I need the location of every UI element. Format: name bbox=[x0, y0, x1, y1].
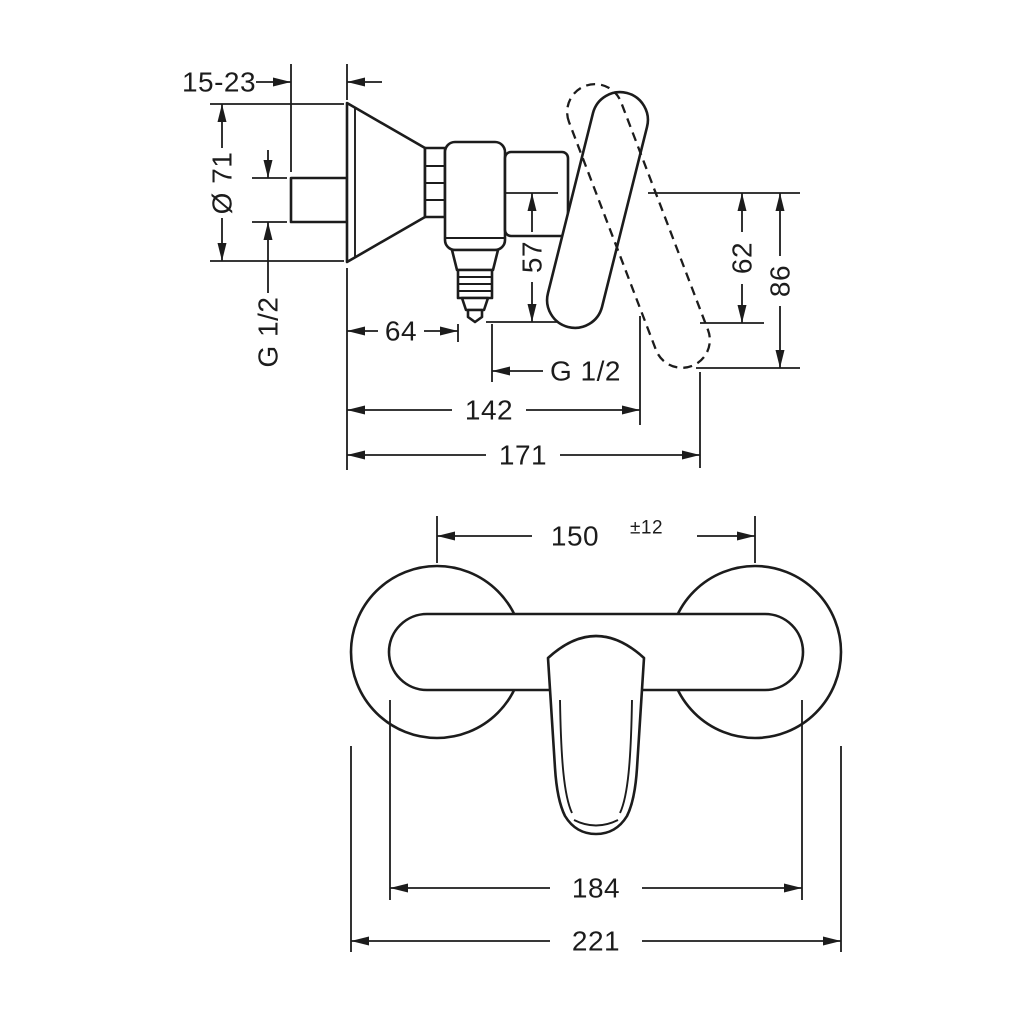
handle-edge-line bbox=[559, 699, 573, 814]
escutcheon-cone bbox=[345, 101, 427, 264]
side-view: 15-23 Ø 71 G 1/2 64 bbox=[182, 64, 800, 471]
dim-height-to-spout-label: 62 bbox=[727, 242, 758, 274]
dim-outlet-height-label: 57 bbox=[517, 241, 548, 273]
dim-height-overall: 86 bbox=[696, 193, 800, 369]
dim-length-overall-label: 171 bbox=[499, 440, 547, 471]
dim-connection-tolerance-label: ±12 bbox=[630, 518, 663, 539]
mixer-side-outline bbox=[289, 83, 711, 369]
dim-width-body: 184 bbox=[389, 700, 803, 904]
dim-outlet-height: 57 bbox=[486, 192, 558, 323]
dim-escutcheon-diameter-label: Ø 71 bbox=[207, 152, 238, 215]
lever-handle-side bbox=[545, 90, 650, 330]
dim-height-to-spout: 62 bbox=[648, 192, 800, 324]
lever-handle-front bbox=[546, 634, 646, 836]
outlet-neck bbox=[450, 248, 500, 272]
dim-width-overall-label: 221 bbox=[572, 926, 620, 957]
handle-tip-line bbox=[573, 819, 619, 827]
dim-height-overall-label: 86 bbox=[765, 265, 796, 297]
dim-length-body: 142 bbox=[347, 316, 641, 426]
outlet-tip bbox=[466, 308, 484, 324]
dim-connection-centers: 150 ±12 bbox=[436, 516, 756, 563]
dim-width-overall: 221 bbox=[350, 746, 842, 957]
dim-outlet-offset: 64 bbox=[346, 268, 459, 470]
dim-length-body-label: 142 bbox=[465, 395, 513, 426]
lever-handle-open-phantom bbox=[566, 83, 711, 369]
dim-outlet-thread: G 1/2 bbox=[491, 324, 621, 387]
dim-width-body-label: 184 bbox=[572, 873, 620, 904]
dim-length-overall: 171 bbox=[347, 372, 701, 471]
dim-outlet-thread-label: G 1/2 bbox=[550, 356, 621, 387]
dim-connection-centers-label: 150 bbox=[551, 521, 599, 552]
dim-inlet-thread-label: G 1/2 bbox=[253, 297, 284, 368]
dim-outlet-offset-label: 64 bbox=[385, 316, 417, 347]
mixer-front-outline bbox=[349, 564, 843, 836]
dim-escutcheon-diameter: Ø 71 bbox=[207, 103, 344, 262]
outlet-nut bbox=[460, 296, 490, 312]
dim-wall-depth: 15-23 bbox=[182, 64, 382, 172]
handle-edge-line bbox=[619, 699, 633, 814]
wall-union-thread bbox=[289, 176, 349, 224]
front-view: 150 ±12 184 221 bbox=[349, 516, 843, 957]
body-right-section bbox=[503, 150, 570, 238]
dim-wall-depth-label: 15-23 bbox=[182, 67, 256, 98]
valve-body bbox=[443, 140, 507, 252]
dim-inlet-thread: G 1/2 bbox=[252, 150, 287, 367]
